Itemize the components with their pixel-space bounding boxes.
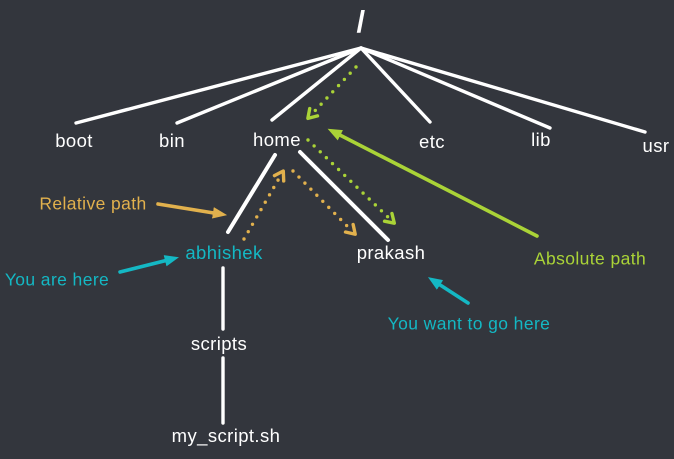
you-are-here-arrow xyxy=(118,255,179,274)
you-want-to-go-here-label: You want to go here xyxy=(387,313,551,334)
edge-root-home xyxy=(270,46,363,122)
node-my-script: my_script.sh xyxy=(171,425,281,446)
node-root: / xyxy=(356,4,366,39)
relative-path-label: Relative path xyxy=(39,193,147,214)
node-home: home xyxy=(253,129,301,150)
node-bin: bin xyxy=(159,130,185,151)
edge-home-prakash xyxy=(298,150,390,242)
node-boot: boot xyxy=(55,130,93,151)
you-are-here-label: You are here xyxy=(4,269,110,290)
relative-path-pointer-arrow xyxy=(156,202,228,219)
edge-home-abhishek xyxy=(226,153,277,234)
node-etc: etc xyxy=(419,131,445,152)
absolute-path-dotted-root-home xyxy=(306,65,358,121)
node-prakash: prakash xyxy=(356,242,426,263)
absolute-path-label: Absolute path xyxy=(533,248,647,269)
edge-root-etc xyxy=(359,46,432,124)
absolute-path-pointer-arrow xyxy=(327,128,539,238)
absolute-path-dotted-home-prakash xyxy=(306,138,396,225)
node-abhishek: abhishek xyxy=(185,242,263,263)
you-want-to-go-here-arrow xyxy=(427,277,470,305)
node-usr: usr xyxy=(642,135,670,156)
relative-path-dotted-down xyxy=(291,169,357,236)
node-lib: lib xyxy=(531,129,551,150)
edge-root-boot xyxy=(74,46,363,125)
edge-root-lib xyxy=(359,46,552,130)
edge-root-bin xyxy=(175,46,363,125)
edge-root-usr xyxy=(359,46,647,134)
node-scripts: scripts xyxy=(190,333,248,354)
relative-path-dotted-up xyxy=(242,169,286,241)
